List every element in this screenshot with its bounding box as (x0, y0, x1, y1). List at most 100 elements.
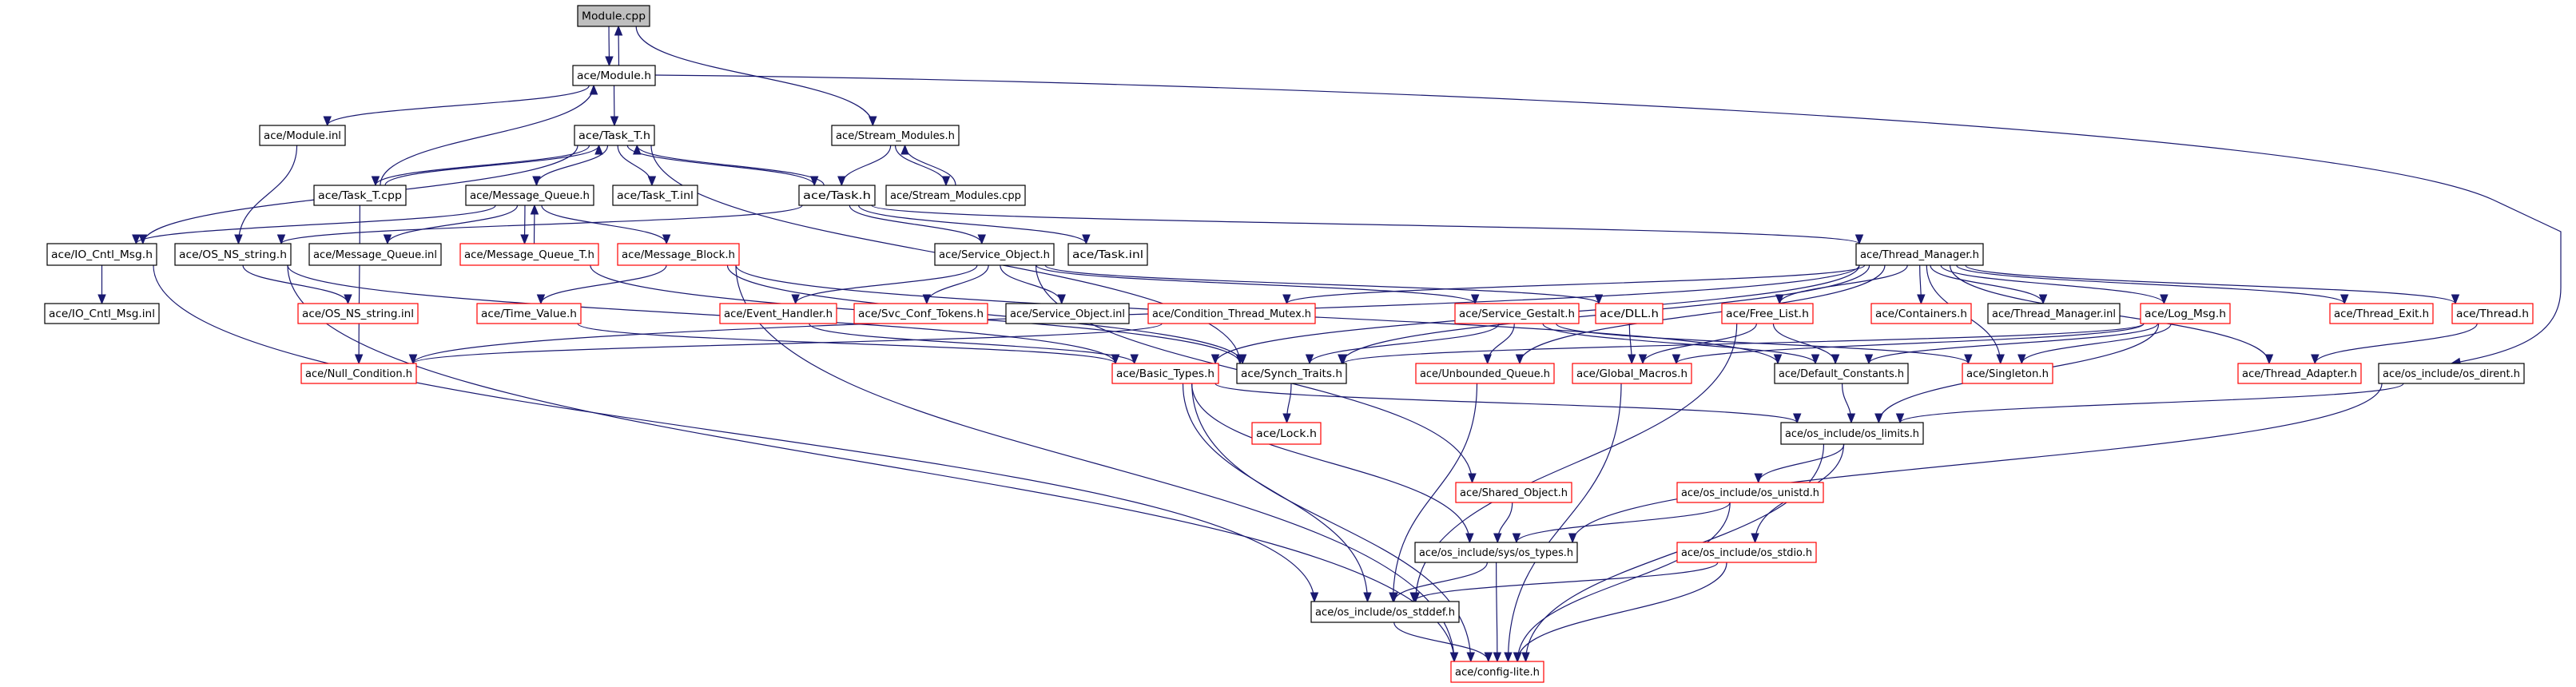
graph-node-service-gestalt-h[interactable]: ace/Service_Gestalt.h (1454, 303, 1580, 324)
graph-node-basic-types-h[interactable]: ace/Basic_Types.h (1111, 363, 1219, 384)
graph-node-os-ns-string-inl[interactable]: ace/OS_NS_string.inl (297, 303, 419, 324)
graph-node-dll-h[interactable]: ace/DLL.h (1595, 303, 1664, 324)
node-box[interactable] (1572, 363, 1692, 384)
node-box[interactable] (612, 185, 698, 206)
graph-node-thread-exit-h[interactable]: ace/Thread_Exit.h (2329, 303, 2434, 324)
graph-node-thread-manager-inl[interactable]: ace/Thread_Manager.inl (1987, 303, 2121, 324)
graph-node-message-queue-inl[interactable]: ace/Message_Queue.inl (308, 243, 442, 266)
node-box[interactable] (1236, 363, 1347, 384)
node-box[interactable] (1111, 363, 1219, 384)
node-box[interactable] (1147, 303, 1316, 324)
graph-node-service-object-h[interactable]: ace/Service_Object.h (934, 243, 1055, 266)
graph-node-message-block-h[interactable]: ace/Message_Block.h (617, 243, 740, 266)
graph-node-null-condition-h[interactable]: ace/Null_Condition.h (300, 363, 417, 384)
graph-node-task-h[interactable]: ace/Task.h (798, 185, 876, 206)
graph-node-event-handler-h[interactable]: ace/Event_Handler.h (719, 303, 837, 324)
graph-node-task-t-h[interactable]: ace/Task_T.h (574, 125, 655, 146)
graph-node-lock-h[interactable]: ace/Lock.h (1251, 422, 1322, 445)
graph-node-os-dirent-h[interactable]: ace/os_include/os_dirent.h (2378, 363, 2525, 384)
node-box[interactable] (1962, 363, 2053, 384)
node-box[interactable] (308, 243, 442, 266)
node-box[interactable] (934, 243, 1055, 266)
graph-node-synch-traits-h[interactable]: ace/Synch_Traits.h (1236, 363, 1347, 384)
graph-node-message-queue-t-h[interactable]: ace/Message_Queue_T.h (459, 243, 599, 266)
node-box[interactable] (46, 243, 157, 266)
graph-node-shared-object-h[interactable]: ace/Shared_Object.h (1455, 482, 1572, 503)
node-box[interactable] (476, 303, 582, 324)
graph-node-os-limits-h[interactable]: ace/os_include/os_limits.h (1780, 422, 1924, 445)
node-box[interactable] (1454, 303, 1580, 324)
node-box[interactable] (798, 185, 876, 206)
graph-node-thread-h[interactable]: ace/Thread.h (2451, 303, 2534, 324)
node-box[interactable] (459, 243, 599, 266)
node-box[interactable] (617, 243, 740, 266)
graph-node-io-cntl-msg-inl[interactable]: ace/IO_Cntl_Msg.inl (44, 303, 160, 324)
node-box[interactable] (2237, 363, 2362, 384)
node-box[interactable] (1780, 422, 1924, 445)
graph-node-thread-manager-h[interactable]: ace/Thread_Manager.h (1855, 243, 1984, 266)
node-box[interactable] (1855, 243, 1984, 266)
graph-node-task-t-inl[interactable]: ace/Task_T.inl (612, 185, 698, 206)
node-box[interactable] (1251, 422, 1322, 445)
node-box[interactable] (2378, 363, 2525, 384)
graph-node-free-list-h[interactable]: ace/Free_List.h (1721, 303, 1814, 324)
graph-node-task-inl[interactable]: ace/Task.inl (1067, 243, 1148, 266)
graph-node-thread-adapter-h[interactable]: ace/Thread_Adapter.h (2237, 363, 2362, 384)
graph-node-task-t-cpp[interactable]: ace/Task_T.cpp (313, 185, 407, 206)
node-box[interactable] (831, 125, 960, 146)
graph-node-service-object-inl[interactable]: ace/Service_Object.inl (1005, 303, 1130, 324)
node-box[interactable] (2329, 303, 2434, 324)
node-box[interactable] (1310, 601, 1460, 623)
graph-node-log-msg-h[interactable]: ace/Log_Msg.h (2140, 303, 2231, 324)
node-box[interactable] (1415, 363, 1555, 384)
node-box[interactable] (174, 243, 292, 266)
graph-node-os-unistd-h[interactable]: ace/os_include/os_unistd.h (1676, 482, 1824, 503)
node-box[interactable] (44, 303, 160, 324)
graph-node-stream-modules-cpp[interactable]: ace/Stream_Modules.cpp (885, 185, 1026, 206)
node-box[interactable] (1455, 482, 1572, 503)
graph-node-os-ns-string-h[interactable]: ace/OS_NS_string.h (174, 243, 292, 266)
node-box[interactable] (297, 303, 419, 324)
graph-node-global-macros-h[interactable]: ace/Global_Macros.h (1572, 363, 1692, 384)
node-box[interactable] (1450, 661, 1544, 683)
graph-node-containers-h[interactable]: ace/Containers.h (1870, 303, 1972, 324)
node-box[interactable] (1987, 303, 2121, 324)
node-box[interactable] (572, 65, 656, 86)
graph-node-time-value-h[interactable]: ace/Time_Value.h (476, 303, 582, 324)
node-box[interactable] (1721, 303, 1814, 324)
node-box[interactable] (1005, 303, 1130, 324)
graph-node-message-queue-h[interactable]: ace/Message_Queue.h (465, 185, 594, 206)
node-box[interactable] (1595, 303, 1664, 324)
graph-node-condition-thread-mutex-h[interactable]: ace/Condition_Thread_Mutex.h (1147, 303, 1316, 324)
node-box[interactable] (574, 125, 655, 146)
node-box[interactable] (577, 5, 650, 27)
node-box[interactable] (885, 185, 1026, 206)
graph-node-unbounded-queue-h[interactable]: ace/Unbounded_Queue.h (1415, 363, 1555, 384)
node-box[interactable] (719, 303, 837, 324)
graph-node-module-cpp[interactable]: Module.cpp (577, 5, 650, 27)
graph-node-singleton-h[interactable]: ace/Singleton.h (1962, 363, 2053, 384)
node-box[interactable] (313, 185, 407, 206)
graph-node-svc-conf-tokens-h[interactable]: ace/Svc_Conf_Tokens.h (853, 303, 988, 324)
node-box[interactable] (300, 363, 417, 384)
node-box[interactable] (465, 185, 594, 206)
graph-node-default-constants-h[interactable]: ace/Default_Constants.h (1774, 363, 1909, 384)
graph-node-module-inl[interactable]: ace/Module.inl (259, 125, 346, 146)
graph-node-os-stddef-h[interactable]: ace/os_include/os_stddef.h (1310, 601, 1460, 623)
graph-node-stream-modules-h[interactable]: ace/Stream_Modules.h (831, 125, 960, 146)
graph-node-os-types-h[interactable]: ace/os_include/sys/os_types.h (1414, 542, 1578, 563)
node-box[interactable] (1676, 482, 1824, 503)
node-box[interactable] (1676, 542, 1817, 563)
node-box[interactable] (1414, 542, 1578, 563)
graph-node-config-lite-h[interactable]: ace/config-lite.h (1450, 661, 1544, 683)
node-box[interactable] (853, 303, 988, 324)
node-box[interactable] (2451, 303, 2534, 324)
node-box[interactable] (1774, 363, 1909, 384)
graph-node-module-h[interactable]: ace/Module.h (572, 65, 656, 86)
node-box[interactable] (259, 125, 346, 146)
node-box[interactable] (2140, 303, 2231, 324)
graph-node-os-stdio-h[interactable]: ace/os_include/os_stdio.h (1676, 542, 1817, 563)
node-box[interactable] (1067, 243, 1148, 266)
node-box[interactable] (1870, 303, 1972, 324)
graph-node-io-cntl-msg-h[interactable]: ace/IO_Cntl_Msg.h (46, 243, 157, 266)
